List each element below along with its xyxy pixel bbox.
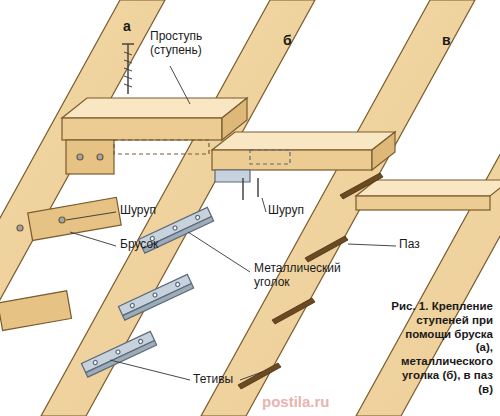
metal-angle [118,274,193,320]
step-top [212,132,395,150]
figure-letter: а [123,18,131,34]
step-front [62,118,222,140]
leader-line [66,66,396,380]
step-front [356,196,490,210]
metal-angle [81,331,156,377]
screw [257,178,259,197]
part-label: Тетивы [193,373,233,387]
figure-letter: б [283,32,292,48]
part-label: Шуруп [120,204,156,218]
block [0,291,72,331]
block [66,140,114,174]
part-label: Шуруп [268,204,304,218]
hidden-block [114,140,209,154]
stringer [356,0,500,416]
step-top [356,180,500,196]
screw [122,44,134,94]
part-label: Металлический уголок [254,262,354,290]
figure-caption: Рис. 1. Крепление ступеней при помощи бр… [385,300,493,397]
screw [242,178,244,200]
part-label: Проступь (ступень) [150,30,225,58]
part-label: Паз [399,238,420,252]
metal-angle [215,170,250,182]
step-top [62,98,247,118]
step-front [212,150,372,170]
groove [238,173,383,389]
block [28,197,121,240]
part-label: Брусок [120,238,158,252]
watermark: postila.ru [262,393,330,410]
figure-letter: в [442,32,451,48]
